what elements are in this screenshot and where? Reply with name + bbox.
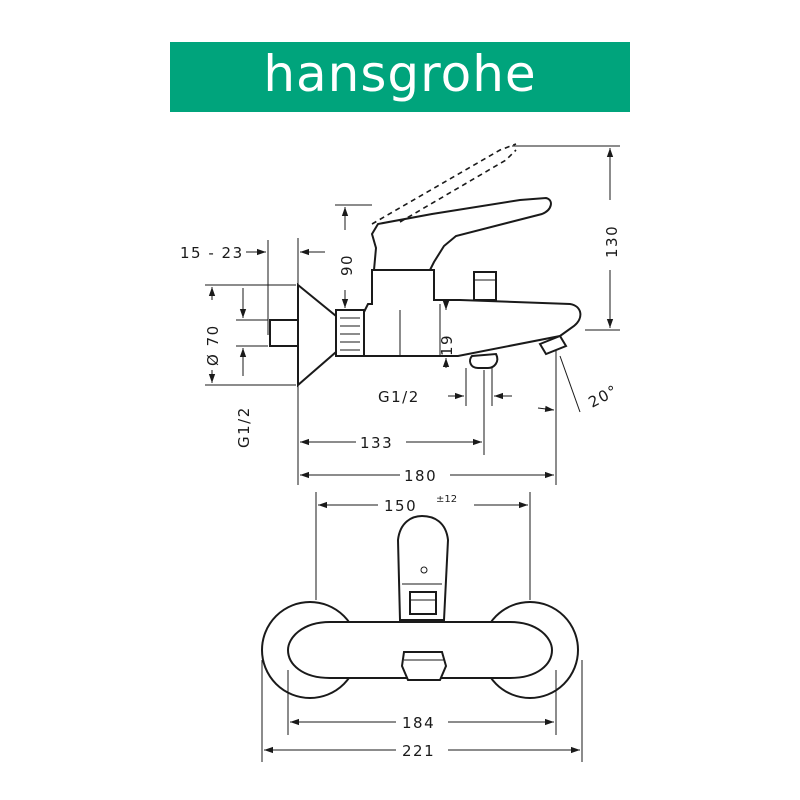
wall-flange bbox=[297, 282, 337, 388]
dim-150-tolerance: ±12 bbox=[436, 494, 457, 505]
dim-15-23: 15 - 23 bbox=[180, 244, 244, 262]
dim-19: 19 bbox=[438, 334, 456, 356]
dim-20-degree: 20° bbox=[585, 381, 621, 411]
dim-150: 150 bbox=[384, 497, 417, 515]
dim-g12-left: G1/2 bbox=[235, 406, 253, 448]
diverter-knob bbox=[469, 352, 499, 369]
dim-221: 221 bbox=[402, 742, 435, 760]
side-view bbox=[267, 143, 582, 485]
front-cartridge bbox=[409, 591, 437, 615]
front-spout bbox=[400, 651, 448, 681]
connection-nut bbox=[335, 309, 365, 357]
inlet-pipe bbox=[269, 319, 299, 347]
spout-outlet bbox=[538, 334, 568, 356]
dim-90: 90 bbox=[338, 254, 356, 276]
lever-handle bbox=[370, 196, 552, 271]
shower-outlet bbox=[473, 271, 497, 301]
front-view bbox=[261, 514, 579, 699]
brand-logo: hansgrohe bbox=[263, 45, 537, 103]
dim-130: 130 bbox=[603, 225, 621, 258]
side-view-dimensions bbox=[205, 145, 620, 485]
dim-diameter-70: Ø 70 bbox=[204, 324, 222, 366]
brand-logo-bar: hansgrohe bbox=[170, 42, 630, 112]
dim-180: 180 bbox=[404, 467, 437, 485]
dimension-labels: 15 - 23 90 130 Ø 70 G1/2 19 G1/2 20° 133… bbox=[166, 212, 621, 760]
dim-g12-bottom: G1/2 bbox=[378, 388, 420, 406]
dim-184: 184 bbox=[402, 714, 435, 732]
front-body bbox=[286, 621, 554, 679]
dim-133: 133 bbox=[360, 434, 393, 452]
